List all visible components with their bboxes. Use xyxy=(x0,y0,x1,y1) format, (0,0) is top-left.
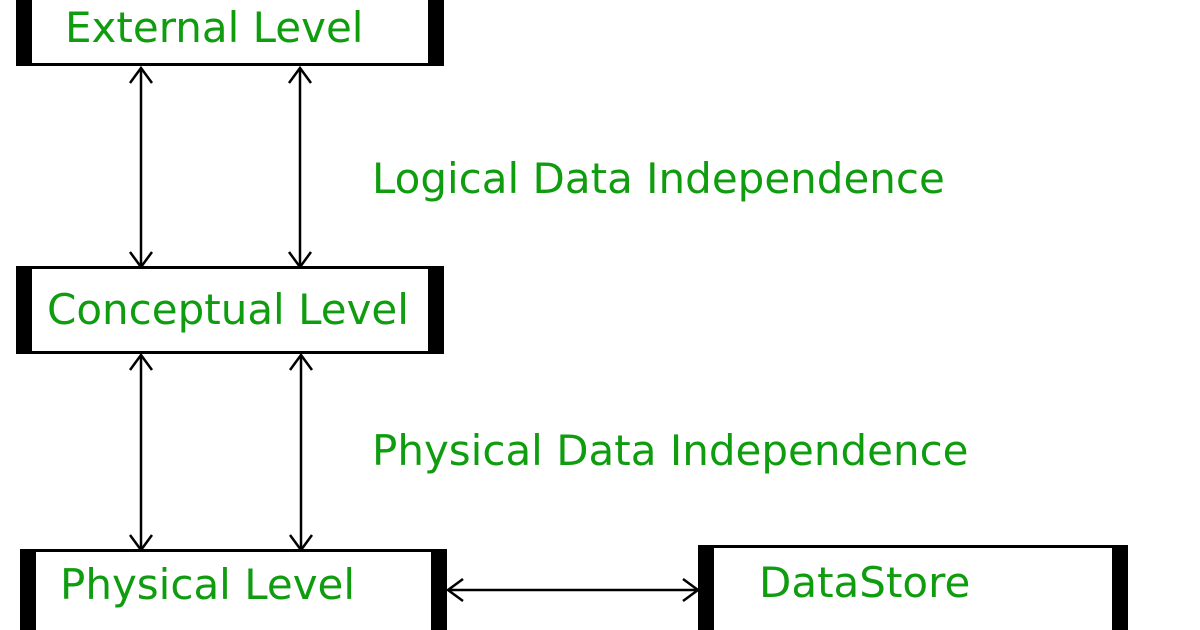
conceptual-physical-right-arrow xyxy=(288,352,314,553)
external-conceptual-left-arrow xyxy=(128,65,154,270)
physical-datastore-arrow xyxy=(445,577,701,603)
logical-data-independence-label: Logical Data Independence xyxy=(372,154,945,203)
physical-level-label: Physical Level xyxy=(60,560,356,609)
physical-data-independence-label: Physical Data Independence xyxy=(372,426,969,475)
physical-level-box: Physical Level xyxy=(20,549,447,630)
external-level-label: External Level xyxy=(65,3,364,52)
conceptual-level-label: Conceptual Level xyxy=(47,285,409,334)
conceptual-level-box: Conceptual Level xyxy=(16,266,444,354)
conceptual-physical-left-arrow xyxy=(128,352,154,553)
external-conceptual-right-arrow xyxy=(287,65,313,270)
external-level-box: External Level xyxy=(16,0,444,66)
datastore-label: DataStore xyxy=(759,558,971,607)
datastore-box: DataStore xyxy=(698,545,1128,630)
